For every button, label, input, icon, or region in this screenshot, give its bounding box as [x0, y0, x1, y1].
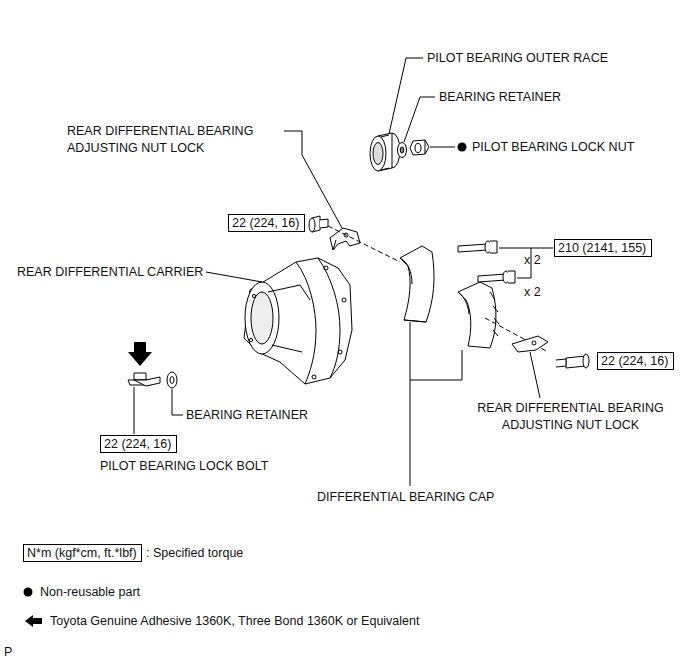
adjusting-nut-lock — [330, 228, 360, 250]
torque-value: N*m (kgf*cm, ft.*lbf) — [27, 545, 138, 561]
page-mark: P — [4, 644, 12, 660]
torque-box: 22 (224, 16) — [228, 214, 305, 232]
part-name: BEARING RETAINER — [186, 407, 308, 424]
part-name: BEARING RETAINER — [439, 89, 561, 106]
flange-bolt — [309, 216, 328, 232]
lock-bolt — [128, 373, 160, 386]
bearing-cap — [400, 246, 434, 322]
part-name: REAR DIFFERENTIAL BEARING ADJUSTING NUT … — [67, 123, 282, 157]
differential-carrier — [244, 258, 352, 384]
bracket-line — [499, 248, 553, 249]
bearing-retainer — [167, 372, 177, 388]
part-name: PILOT BEARING LOCK BOLT — [100, 458, 268, 475]
adhesive-arrow — [128, 342, 152, 366]
part-name: REAR DIFFERENTIAL BEARING ADJUSTING NUT … — [463, 400, 678, 434]
quantity-note: x 2 — [524, 252, 541, 269]
leader-line — [134, 387, 135, 434]
bearing-retainer — [398, 143, 407, 158]
torque-value: 22 (224, 16) — [104, 436, 173, 452]
dashed-axis — [328, 226, 400, 262]
part-name: DIFFERENTIAL BEARING CAP — [317, 489, 494, 506]
leader-line — [172, 389, 183, 415]
adhesive-arrow — [25, 615, 42, 627]
legend-text: : Specified torque — [146, 545, 243, 562]
pilot-bearing-outer-race — [370, 133, 400, 171]
lock-nut — [410, 140, 429, 155]
adjusting-nut-lock — [512, 336, 548, 352]
bearing-cap — [458, 282, 499, 348]
legend-text: Toyota Genuine Adhesive 1360K, Three Bon… — [50, 613, 419, 630]
bracket-line — [410, 322, 462, 380]
leader-line — [404, 97, 435, 142]
leader-line — [430, 147, 455, 148]
leader-line — [530, 352, 540, 398]
leader-line — [389, 58, 423, 134]
cap-bolt — [458, 241, 497, 253]
legend-torque-box: N*m (kgf*cm, ft.*lbf) — [23, 544, 142, 562]
torque-value: 22 (224, 16) — [601, 353, 670, 369]
torque-box: 210 (2141, 155) — [554, 239, 652, 257]
dashed-axis — [485, 318, 548, 352]
part-name: PILOT BEARING LOCK NUT — [472, 139, 634, 156]
flange-bolt — [556, 354, 589, 368]
torque-box: 22 (224, 16) — [597, 352, 674, 370]
cap-bolt — [478, 271, 515, 283]
legend-text: Non-reusable part — [40, 584, 140, 601]
torque-box: 22 (224, 16) — [100, 435, 177, 453]
part-name: REAR DIFFERENTIAL CARRIER — [17, 264, 203, 281]
non-reusable-dot — [458, 143, 467, 152]
torque-value: 22 (224, 16) — [232, 215, 301, 231]
leader-line — [410, 380, 411, 486]
leader-line — [206, 272, 262, 282]
non-reusable-dot — [24, 588, 33, 597]
torque-value: 210 (2141, 155) — [558, 240, 648, 256]
part-name: PILOT BEARING OUTER RACE — [427, 50, 608, 67]
quantity-note: x 2 — [524, 284, 541, 301]
